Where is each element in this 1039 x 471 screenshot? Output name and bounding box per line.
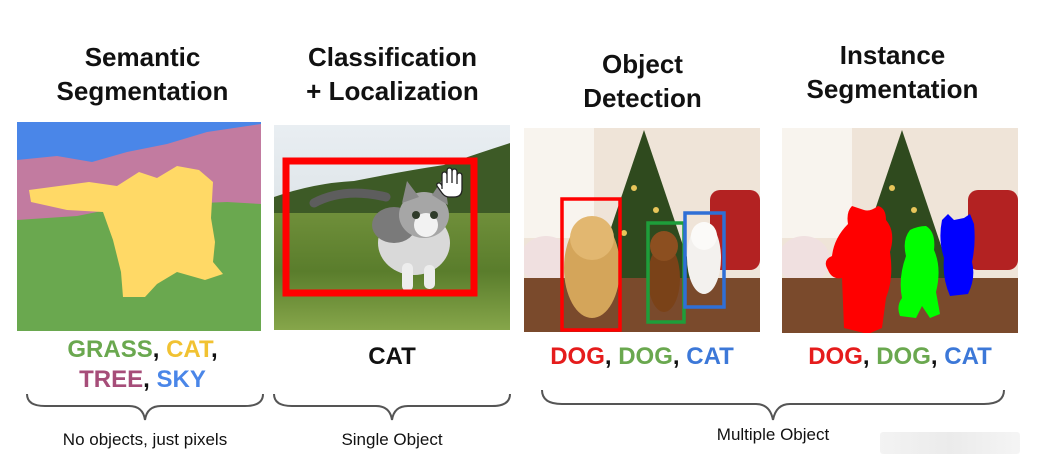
hand-cursor-icon	[436, 167, 463, 198]
mask-dog-green	[898, 226, 940, 318]
semantic-labels-line1: GRASS, CAT,	[25, 335, 260, 365]
instance-segmentation-photo-panel	[782, 128, 1018, 333]
title-instance-line2: Segmentation	[806, 74, 979, 104]
title-classification-localization: Classification + Localization	[270, 40, 515, 108]
cat-leg-2	[424, 265, 435, 289]
label-dog-green: DOG	[618, 343, 673, 370]
brown-dog-head	[650, 231, 678, 261]
label-cat-blue: CAT	[944, 343, 992, 370]
pillow-2	[782, 236, 830, 284]
title-semantic-segmentation: Semantic Segmentation	[25, 40, 260, 108]
cat-eye-right	[430, 211, 438, 219]
semantic-labels: GRASS, CAT, TREE, SKY	[25, 335, 260, 395]
cat-eye-left	[412, 211, 420, 219]
label-cat-blue: CAT	[686, 343, 734, 370]
label-dog-red: DOG	[808, 343, 863, 370]
watermark-blur	[880, 432, 1020, 454]
label-separator: ,	[210, 336, 218, 363]
title-object-detection: Object Detection	[530, 47, 755, 115]
ornament-2	[653, 207, 659, 213]
cat-ear-left	[402, 181, 419, 203]
label-separator: ,	[672, 343, 687, 370]
object-detection-photo-panel	[524, 128, 760, 332]
mask-cat-blue	[940, 214, 975, 296]
title-instance-line1: Instance	[839, 40, 946, 70]
semantic-labels-line2: TREE, SKY	[25, 365, 260, 395]
detection-labels: DOG, DOG, CAT	[524, 342, 760, 372]
ornament-3	[621, 230, 627, 236]
label-dog-green: DOG	[876, 343, 931, 370]
title-detection-line1: Object	[602, 49, 683, 79]
classification-photo-panel	[274, 125, 510, 330]
label-separator: ,	[604, 343, 619, 370]
brace-semantic	[26, 393, 264, 421]
classification-bounding-box	[282, 157, 478, 297]
brace-multiple	[541, 389, 1005, 421]
label-separator: ,	[152, 336, 167, 363]
label-tree: TREE	[79, 366, 144, 393]
semantic-segmentation-panel	[17, 122, 261, 331]
detection-box-dog-red	[560, 197, 622, 332]
caption-multiple-object: Multiple Object	[716, 425, 830, 444]
title-detection-line2: Detection	[583, 83, 702, 113]
title-classification-line1: Classification	[307, 42, 478, 72]
cat-tail	[309, 188, 391, 208]
label-cat-single: CAT	[368, 343, 416, 370]
title-semantic-line1: Semantic	[84, 42, 201, 72]
caption-no-objects: No objects, just pixels	[62, 430, 228, 449]
white-cat-head	[691, 222, 717, 250]
label-separator: ,	[930, 343, 945, 370]
label-separator: ,	[143, 366, 157, 393]
window-light-2	[782, 128, 852, 238]
pillow	[524, 236, 572, 284]
label-sky: SKY	[156, 366, 206, 393]
mask-dog-red	[825, 206, 893, 333]
instance-labels: DOG, DOG, CAT	[782, 342, 1018, 372]
cat-region	[29, 166, 223, 297]
golden-retriever-head	[570, 216, 614, 260]
detection-box-cat-blue	[683, 211, 726, 309]
title-classification-line2: + Localization	[306, 76, 479, 106]
label-separator: ,	[862, 343, 877, 370]
label-dog-red: DOG	[550, 343, 605, 370]
cat-leg-1	[402, 263, 413, 291]
ornament-1	[631, 185, 637, 191]
label-cat: CAT	[166, 336, 211, 363]
ornament-5	[911, 207, 917, 213]
ornament-4	[889, 185, 895, 191]
brown-dog	[648, 244, 680, 312]
brace-classification	[273, 393, 511, 421]
caption-single-object: Single Object	[341, 430, 443, 449]
classification-labels: CAT	[274, 342, 510, 372]
label-grass: GRASS	[67, 336, 153, 363]
sofa-2	[968, 190, 1018, 270]
title-semantic-line2: Segmentation	[56, 76, 229, 106]
photo-treeline	[274, 143, 510, 220]
title-instance-segmentation: Instance Segmentation	[780, 38, 1005, 106]
cat-face	[414, 213, 438, 237]
